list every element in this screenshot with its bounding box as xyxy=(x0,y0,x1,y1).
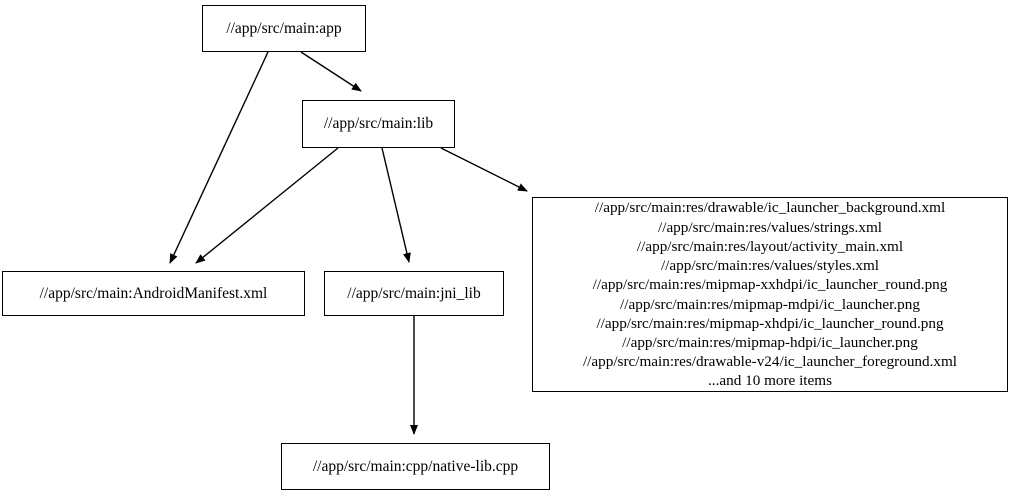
edge-app-to-manifest xyxy=(169,51,269,264)
graph-node-lib[interactable]: //app/src/main:lib xyxy=(302,100,455,148)
graph-node-app-label: //app/src/main:app xyxy=(226,19,342,37)
graph-node-android-manifest[interactable]: //app/src/main:AndroidManifest.xml xyxy=(2,271,305,316)
graph-node-lib-label: //app/src/main:lib xyxy=(323,115,434,133)
graph-node-resources-group-label: //app/src/main:res/drawable/ic_launcher_… xyxy=(582,199,958,390)
graph-node-native-lib-cpp[interactable]: //app/src/main:cpp/native-lib.cpp xyxy=(281,443,550,490)
graph-node-app[interactable]: //app/src/main:app xyxy=(202,5,366,52)
graph-node-resources-group[interactable]: //app/src/main:res/drawable/ic_launcher_… xyxy=(532,197,1008,392)
graph-node-native-lib-cpp-label: //app/src/main:cpp/native-lib.cpp xyxy=(312,457,519,475)
edge-lib-to-resources xyxy=(440,147,528,192)
edge-lib-to-manifest xyxy=(195,147,339,264)
edge-lib-to-jni-lib xyxy=(381,147,411,263)
edge-app-to-lib xyxy=(300,51,362,92)
graph-node-jni-lib[interactable]: //app/src/main:jni_lib xyxy=(324,271,504,316)
graph-node-android-manifest-label: //app/src/main:AndroidManifest.xml xyxy=(39,284,268,302)
graph-node-jni-lib-label: //app/src/main:jni_lib xyxy=(347,284,481,302)
